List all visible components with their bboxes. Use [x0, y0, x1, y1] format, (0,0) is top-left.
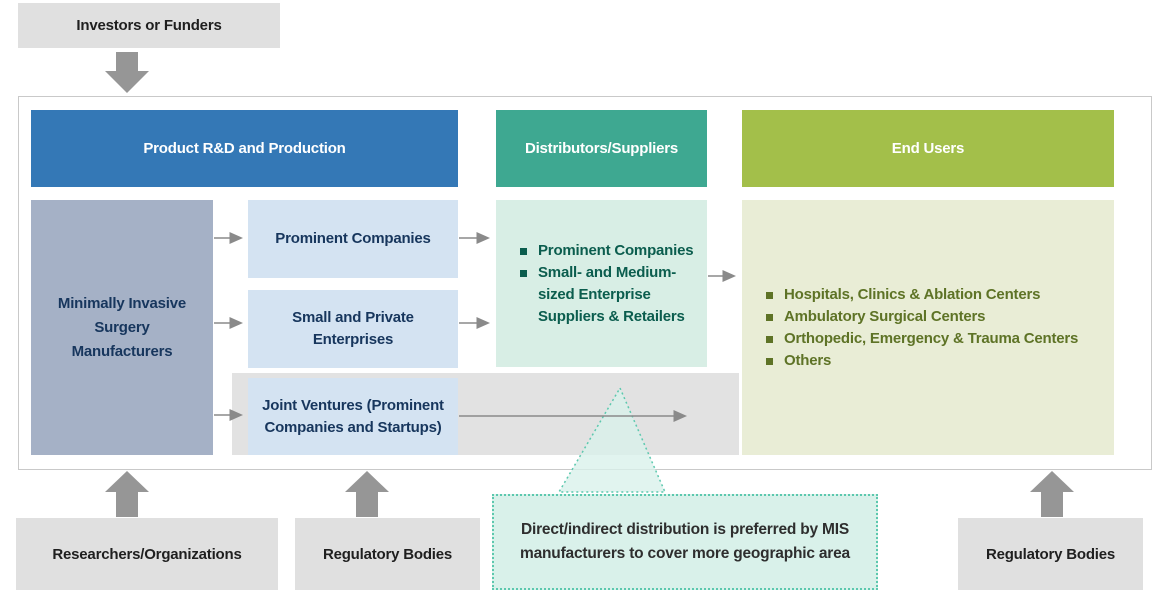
stage-header-distributors: Distributors/Suppliers — [496, 110, 707, 187]
distributors-list: Prominent Companies Small- and Medium-si… — [520, 240, 697, 328]
list-item: Ambulatory Surgical Centers — [766, 306, 1104, 328]
manufacturers-box: Minimally Invasive Surgery Manufacturers — [31, 200, 213, 455]
distribution-callout: Direct/indirect distribution is preferre… — [492, 494, 878, 590]
end-users-panel: Hospitals, Clinics & Ablation Centers Am… — [742, 200, 1114, 455]
company-box-joint-ventures: Joint Ventures (Prominent Companies and … — [248, 378, 458, 455]
block-arrow-researchers-up — [105, 471, 149, 517]
regulatory-box-right: Regulatory Bodies — [958, 518, 1143, 590]
company-box-prominent: Prominent Companies — [248, 200, 458, 278]
list-item: Prominent Companies — [520, 240, 697, 262]
list-item: Small- and Medium-sized Enterprise Suppl… — [520, 262, 697, 328]
distributors-item-label: Prominent Companies — [538, 241, 694, 259]
block-arrow-regulatory-left-up — [345, 471, 389, 517]
investors-label: Investors or Funders — [76, 17, 222, 34]
regulatory-box-left: Regulatory Bodies — [295, 518, 480, 590]
company-box-joint-ventures-label: Joint Ventures (Prominent Companies and … — [262, 396, 444, 436]
block-arrow-regulatory-right-up — [1030, 471, 1074, 517]
list-item: Orthopedic, Emergency & Trauma Centers — [766, 328, 1104, 350]
manufacturers-label: Minimally Invasive Surgery Manufacturers — [57, 294, 187, 360]
company-box-small-private: Small and Private Enterprises — [248, 290, 458, 368]
bullet-icon — [766, 291, 773, 299]
stage-header-rnd: Product R&D and Production — [31, 110, 458, 187]
end-users-item-label: Ambulatory Surgical Centers — [784, 307, 986, 325]
end-users-item-label: Hospitals, Clinics & Ablation Centers — [784, 285, 1041, 303]
company-box-small-private-label: Small and Private Enterprises — [292, 309, 414, 348]
regulatory-right-label: Regulatory Bodies — [985, 545, 1116, 563]
list-item: Others — [766, 350, 1104, 372]
stage-header-end-users-label: End Users — [891, 140, 965, 157]
investors-box: Investors or Funders — [18, 3, 280, 48]
company-box-prominent-label: Prominent Companies — [275, 230, 431, 247]
bullet-icon — [766, 357, 773, 365]
bullet-icon — [520, 269, 527, 277]
distributors-item-label: Small- and Medium-sized Enterprise Suppl… — [538, 263, 685, 325]
stage-header-distributors-label: Distributors/Suppliers — [524, 140, 679, 157]
end-users-item-label: Others — [784, 351, 832, 369]
block-arrow-investors-down — [105, 52, 149, 93]
regulatory-left-label: Regulatory Bodies — [322, 545, 453, 563]
list-item: Hospitals, Clinics & Ablation Centers — [766, 284, 1104, 306]
bullet-icon — [766, 313, 773, 321]
researchers-box: Researchers/Organizations — [16, 518, 278, 590]
distributors-panel: Prominent Companies Small- and Medium-si… — [496, 200, 707, 367]
end-users-list: Hospitals, Clinics & Ablation Centers Am… — [766, 284, 1104, 372]
researchers-label: Researchers/Organizations — [52, 545, 242, 563]
bullet-icon — [766, 335, 773, 343]
distribution-callout-text: Direct/indirect distribution is preferre… — [520, 521, 850, 562]
stage-header-end-users: End Users — [742, 110, 1114, 187]
stage-header-rnd-label: Product R&D and Production — [143, 140, 346, 157]
bullet-icon — [520, 247, 527, 255]
end-users-item-label: Orthopedic, Emergency & Trauma Centers — [784, 329, 1079, 347]
